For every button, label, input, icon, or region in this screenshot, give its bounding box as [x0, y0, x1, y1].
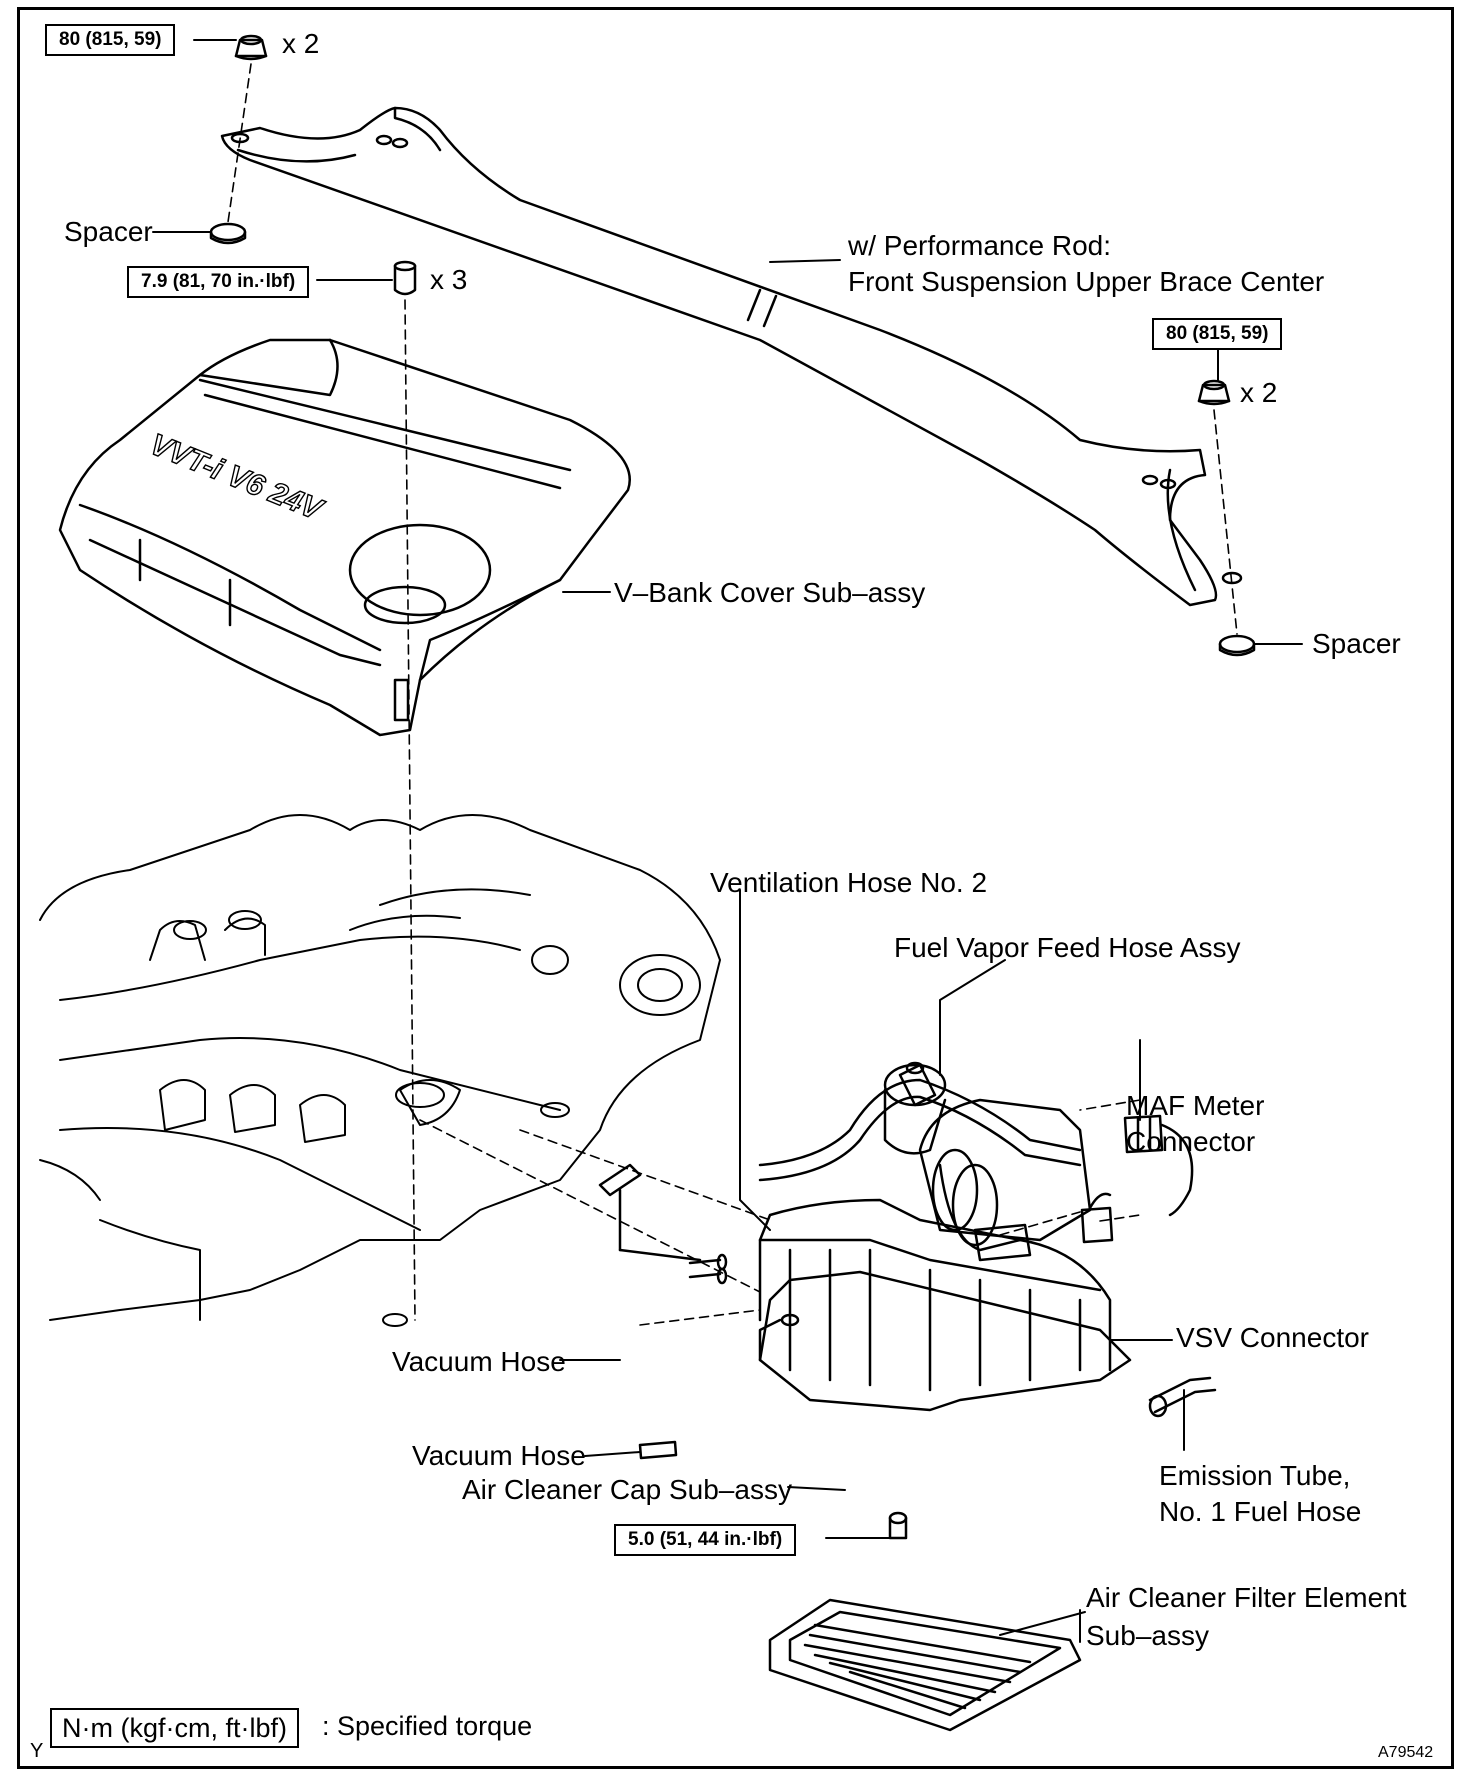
- qty-brace-nut-left: x 2: [282, 28, 320, 59]
- torque-spec-brace-left: 80 (815, 59): [45, 24, 176, 56]
- label-emission-line2: No. 1 Fuel Hose: [1159, 1496, 1362, 1527]
- label-fuel-vapor-hose: Fuel Vapor Feed Hose Assy: [894, 932, 1241, 963]
- label-emission-line1: Emission Tube,: [1159, 1460, 1351, 1491]
- diagram-frame: [17, 7, 1454, 1769]
- label-filter-line2: Sub–assy: [1086, 1620, 1209, 1651]
- brace-nut-left: [234, 34, 268, 61]
- emission-tube-part: [1148, 1376, 1217, 1418]
- label-spacer-left: Spacer: [64, 216, 153, 247]
- v-bank-cover-part: [58, 338, 631, 737]
- label-maf-line2: Connector: [1126, 1126, 1256, 1157]
- legend-text: : Specified torque: [322, 1711, 533, 1741]
- vacuum-hose-part: [598, 1163, 728, 1460]
- label-brace-line1: w/ Performance Rod:: [848, 230, 1111, 261]
- label-filter-line1: Air Cleaner Filter Element: [1086, 1582, 1407, 1613]
- label-maf-line1: MAF Meter: [1126, 1090, 1265, 1121]
- qty-brace-nut-right: x 2: [1240, 377, 1278, 408]
- label-spacer-right: Spacer: [1312, 628, 1401, 659]
- fuel-vapor-hose-part: [758, 1061, 1082, 1182]
- label-ventilation-hose: Ventilation Hose No. 2: [710, 867, 988, 898]
- leader-lines: [152, 39, 1303, 1643]
- label-air-cleaner-cap: Air Cleaner Cap Sub–assy: [462, 1474, 792, 1505]
- cleaner-bolt-part: [888, 1511, 908, 1540]
- label-vsv-connector: VSV Connector: [1176, 1322, 1369, 1353]
- maf-connector-part: [1123, 1114, 1194, 1217]
- cover-logo-text: VVT-i V6 24V: [145, 428, 329, 528]
- alignment-lines: [227, 63, 1238, 1326]
- torque-spec-brace-right: 80 (815, 59): [1152, 318, 1283, 350]
- figure-id: A79542: [1378, 1744, 1434, 1761]
- spacer-right-part: [1218, 634, 1256, 657]
- label-vacuum-hose-1: Vacuum Hose: [392, 1346, 566, 1377]
- engine-assembly: [39, 814, 721, 1327]
- torque-spec-cover-nut: 7.9 (81, 70 in.·lbf): [127, 266, 310, 298]
- legend-unit-box: N·m (kgf·cm, ft·lbf): [50, 1708, 299, 1748]
- torque-spec-cleaner-bolt: 5.0 (51, 44 in.·lbf): [614, 1524, 797, 1556]
- qty-cover-nut: x 3: [430, 264, 468, 295]
- spacer-left-part: [209, 222, 247, 245]
- vsv-connector-part: [1080, 1192, 1114, 1244]
- label-brace-line2: Front Suspension Upper Brace Center: [848, 266, 1325, 297]
- label-vacuum-hose-2: Vacuum Hose: [412, 1440, 586, 1471]
- air-filter-element-part: [768, 1598, 1082, 1732]
- upper-brace-part: [220, 106, 1243, 607]
- corner-mark: Y: [30, 1740, 44, 1762]
- brace-nut-right: [1197, 379, 1231, 406]
- air-cleaner-cap-part: [758, 1063, 1132, 1412]
- cover-nut-part: [393, 260, 417, 296]
- label-v-bank-cover: V–Bank Cover Sub–assy: [614, 577, 926, 608]
